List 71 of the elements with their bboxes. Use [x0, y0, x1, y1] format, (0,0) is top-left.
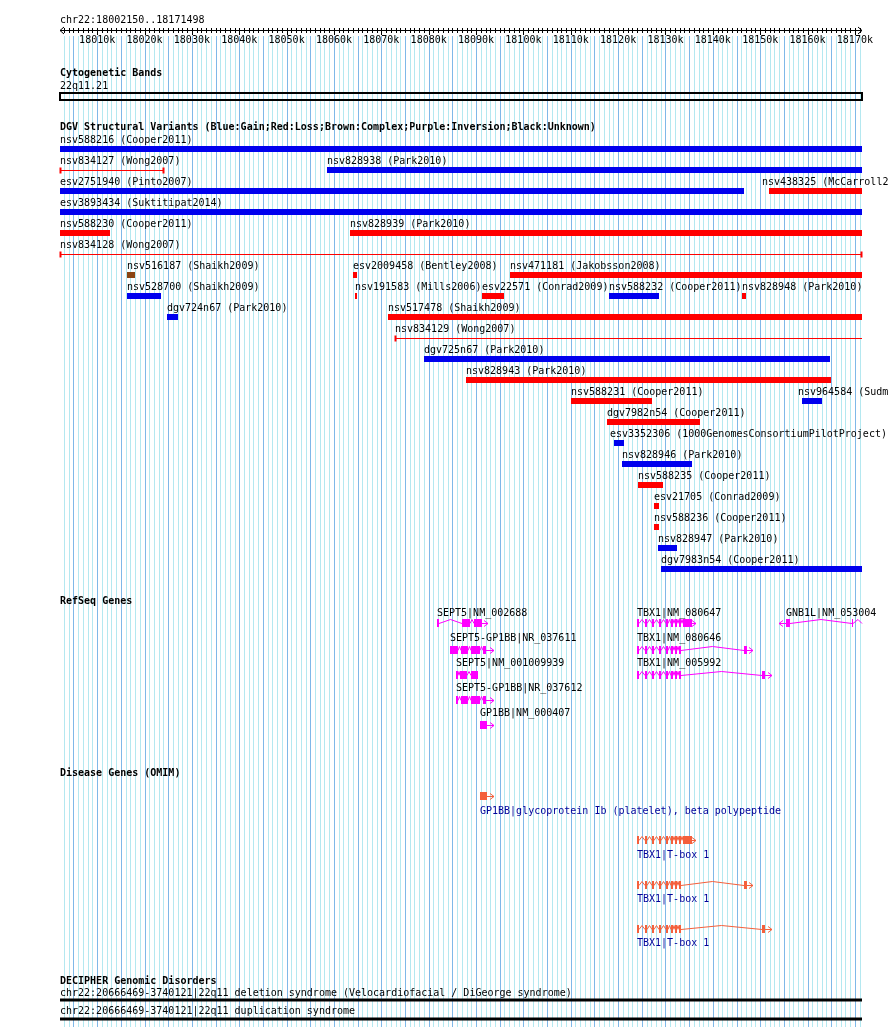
gene-label: SEPT5|NM_001009939	[456, 657, 565, 669]
feature-label: nsv516187 (Shaikh2009)	[127, 260, 260, 272]
feature-label: nsv588236 (Cooper2011)	[654, 512, 787, 524]
gene-label: TBX1|NM_080647	[637, 607, 722, 619]
gene-label: SEPT5-GP1BB|NR_037612	[456, 682, 583, 694]
tick-label: 18120k	[600, 34, 637, 46]
tick-label: 18160k	[789, 34, 826, 46]
feature-label: nsv964584 (Sudm	[798, 386, 889, 398]
tick-label: 18020k	[126, 34, 163, 46]
tick-label: 18070k	[363, 34, 400, 46]
feature-label: dgv724n67 (Park2010)	[167, 302, 288, 314]
feature-label: nsv828938 (Park2010)	[327, 155, 448, 167]
tick-label: 18060k	[315, 34, 352, 46]
disorder-label: chr22:20666469-3740121|22q11 deletion syndrome (Velocardiofacial / DiGeorge syndrome)	[60, 987, 572, 999]
disorder-label: chr22:20666469-3740121|22q11 duplication syndrome	[60, 1005, 355, 1017]
feature-label: nsv517478 (Shaikh2009)	[388, 302, 521, 314]
feature-label: nsv834129 (Wong2007)	[395, 323, 516, 335]
coordinate-label: chr22:18002150..18171498	[60, 14, 205, 26]
feature-label: nsv588231 (Cooper2011)	[571, 386, 704, 398]
feature-label: nsv471181 (Jakobsson2008)	[510, 260, 661, 272]
feature-label: nsv528700 (Shaikh2009)	[127, 281, 260, 293]
gene-label: GP1BB|NM_000407	[480, 707, 571, 719]
tick-label: 18080k	[410, 34, 447, 46]
feature-label: nsv828943 (Park2010)	[466, 365, 587, 377]
feature-label: nsv438325 (McCarroll2	[762, 176, 889, 188]
gene-label: GNB1L|NM_053004	[786, 607, 877, 619]
feature-label: esv21705 (Conrad2009)	[654, 491, 781, 503]
gene-label: TBX1|NM_005992	[637, 657, 722, 669]
tick-label: 18140k	[694, 34, 731, 46]
feature-label: nsv588216 (Cooper2011)	[60, 134, 193, 146]
gene-label: SEPT5|NM_002688	[437, 607, 528, 619]
feature-label: esv2009458 (Bentley2008)	[353, 260, 498, 272]
band-label: 22q11.21	[60, 80, 109, 92]
track-title: DGV Structural Variants (Blue:Gain;Red:Loss;Brown:Complex;Purple:Inversion;Black:Unknown)	[60, 121, 596, 133]
feature-label: esv2751940 (Pinto2007)	[60, 176, 193, 188]
feature-label: esv3893434 (Suktitipat2014)	[60, 197, 223, 209]
disease-label: TBX1|T-box 1	[637, 893, 710, 905]
disease-label: TBX1|T-box 1	[637, 937, 710, 949]
tick-label: 18110k	[552, 34, 589, 46]
tick-label: 18010k	[79, 34, 116, 46]
feature-label: nsv828948 (Park2010)	[742, 281, 863, 293]
feature-label: nsv588232 (Cooper2011)	[609, 281, 742, 293]
feature-label: nsv588230 (Cooper2011)	[60, 218, 193, 230]
feature-label: nsv588235 (Cooper2011)	[638, 470, 771, 482]
feature-label: dgv7982n54 (Cooper2011)	[607, 407, 746, 419]
track-title: Cytogenetic Bands	[60, 67, 163, 79]
disease-label: TBX1|T-box 1	[637, 849, 710, 861]
disease-label: GP1BB|glycoprotein Ib (platelet), beta polypeptide	[480, 805, 782, 817]
feature-label: dgv7983n54 (Cooper2011)	[661, 554, 800, 566]
tick-label: 18170k	[836, 34, 873, 46]
tick-label: 18030k	[173, 34, 210, 46]
feature-label: nsv834127 (Wong2007)	[60, 155, 181, 167]
feature-label: nsv828947 (Park2010)	[658, 533, 779, 545]
track-title: DECIPHER Genomic Disorders	[60, 975, 217, 987]
track-title: Disease Genes (OMIM)	[60, 767, 181, 779]
feature-label: nsv828939 (Park2010)	[350, 218, 471, 230]
feature-label: esv3352306 (1000GenomesConsortiumPilotProject)	[610, 428, 887, 440]
feature-label: esv22571 (Conrad2009)	[482, 281, 609, 293]
gene-label: SEPT5-GP1BB|NR_037611	[450, 632, 577, 644]
tick-label: 18150k	[742, 34, 779, 46]
feature-label: nsv828946 (Park2010)	[622, 449, 743, 461]
feature-label: nsv191583 (Mills2006)	[355, 281, 482, 293]
feature-label: nsv834128 (Wong2007)	[60, 239, 181, 251]
feature-label: dgv725n67 (Park2010)	[424, 344, 545, 356]
tick-label: 18100k	[505, 34, 542, 46]
tick-label: 18050k	[268, 34, 305, 46]
gene-label: TBX1|NM_080646	[637, 632, 722, 644]
tick-label: 18040k	[221, 34, 258, 46]
tick-label: 18090k	[457, 34, 495, 46]
track-title: RefSeq Genes	[60, 595, 133, 607]
tick-label: 18130k	[647, 34, 684, 46]
